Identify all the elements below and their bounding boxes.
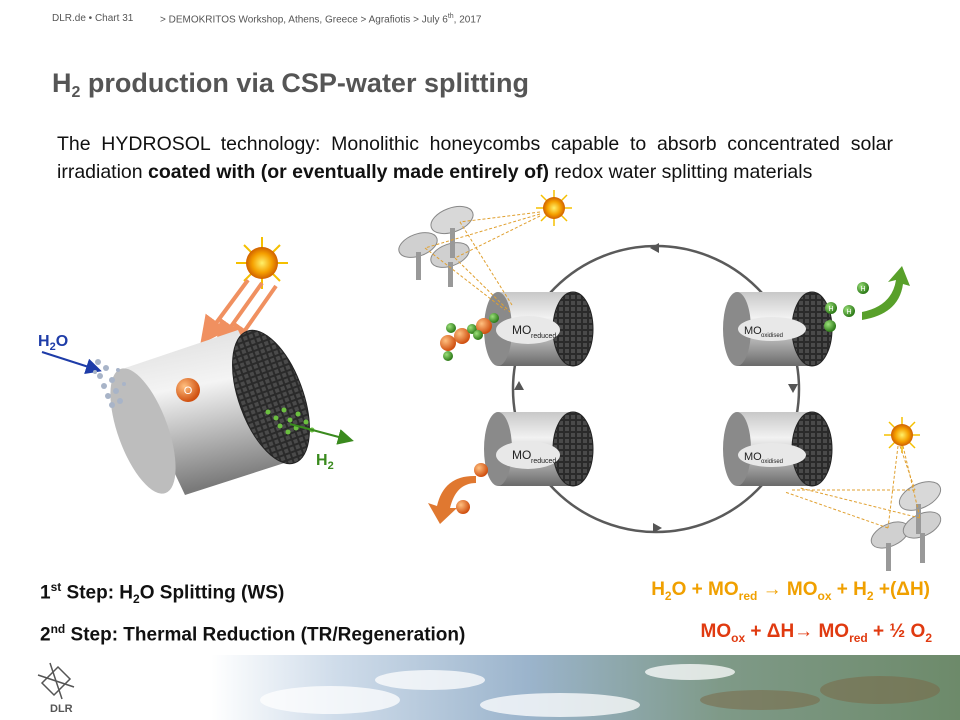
reactor-top-right: MO oxidised bbox=[723, 291, 833, 367]
h2o-label: H2O bbox=[38, 333, 68, 353]
mo-reduced-label: MO bbox=[512, 323, 531, 337]
step-1-label: 1st Step: H2O Splitting (WS) bbox=[40, 580, 285, 607]
water-molecules-cloud bbox=[93, 359, 126, 408]
page-title: H2 production via CSP-water splitting bbox=[52, 68, 529, 101]
water-molecule-icons bbox=[440, 313, 499, 361]
svg-text:H: H bbox=[828, 306, 833, 313]
svg-text:oxidised: oxidised bbox=[761, 333, 783, 339]
svg-text:MO: MO bbox=[512, 448, 531, 462]
mo-oxidised-label: MO bbox=[744, 325, 762, 337]
hydrosol-diagram: O H2O H2 MO reduced MO oxidised bbox=[38, 190, 942, 571]
step-2-label: 2nd Step: Thermal Reduction (TR/Regenera… bbox=[40, 622, 466, 646]
h2-outlet-arrow bbox=[289, 423, 354, 445]
hydrogen-atom-icons: H H H bbox=[824, 282, 869, 332]
heliostat-icon-bottom bbox=[870, 481, 942, 571]
svg-text:DLR: DLR bbox=[50, 703, 73, 715]
reactor-cylinder bbox=[110, 329, 310, 495]
reactor-bottom-left: MO reduced bbox=[484, 411, 594, 487]
svg-text:O: O bbox=[184, 385, 193, 397]
hydrogen-exit-arrow bbox=[862, 266, 910, 320]
h2-label: H2 bbox=[316, 452, 334, 472]
sun-icon-top bbox=[536, 190, 572, 226]
svg-text:MO: MO bbox=[744, 451, 762, 463]
reactor-bottom-right: MO oxidised bbox=[723, 411, 833, 487]
hydrogen-molecules-cloud bbox=[265, 407, 315, 435]
equation-thermal-reduction: MOox + ΔH→ MOred + ½ O2 bbox=[700, 621, 932, 645]
intro-text: The HYDROSOL technology: Monolithic hone… bbox=[57, 133, 893, 183]
sun-icon-bottom bbox=[884, 417, 920, 453]
svg-text:reduced: reduced bbox=[531, 458, 556, 465]
dlr-logo: DLR bbox=[37, 662, 75, 715]
svg-text:reduced: reduced bbox=[531, 333, 556, 340]
svg-text:H: H bbox=[860, 286, 865, 293]
sun-icon bbox=[236, 237, 288, 289]
oxygen-exit-icons bbox=[456, 463, 488, 514]
oxygen-atom-icon: O bbox=[176, 378, 200, 402]
breadcrumb-left: DLR.de • Chart 31 bbox=[52, 13, 134, 24]
oxygen-exit-arrow bbox=[428, 475, 476, 524]
svg-text:H: H bbox=[846, 309, 851, 316]
breadcrumb-right: > DEMOKRITOS Workshop, Athens, Greece > … bbox=[160, 13, 482, 26]
heliostat-icon-top bbox=[398, 205, 474, 287]
h2o-inlet-arrow bbox=[41, 351, 102, 374]
cycle-loop bbox=[511, 244, 801, 534]
svg-text:oxidised: oxidised bbox=[761, 459, 783, 465]
reactor-top-left: MO reduced bbox=[484, 291, 594, 367]
equation-water-splitting: H2O + MOred → MOox + H2 +(ΔH) bbox=[651, 579, 930, 603]
footer-banner: DLR bbox=[0, 655, 960, 720]
